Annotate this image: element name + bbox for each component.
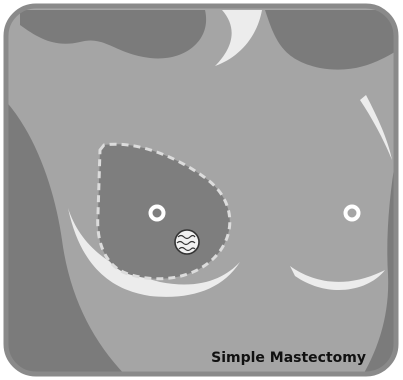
- caption-label: Simple Mastectomy: [211, 350, 366, 366]
- tumor-icon: [175, 230, 199, 254]
